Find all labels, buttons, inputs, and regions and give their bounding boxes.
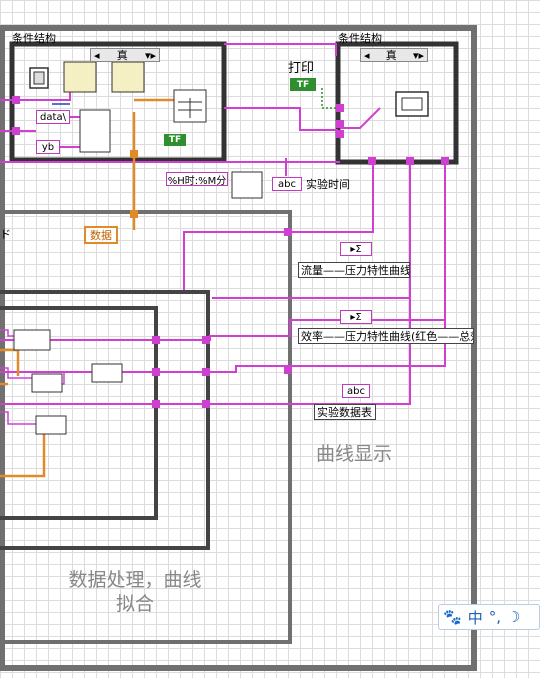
selector-decrement-right[interactable]: ◂ [364, 48, 370, 62]
print-label: 打印 [288, 61, 315, 76]
ime-punct[interactable]: °, [488, 608, 501, 626]
left-case-selector[interactable]: ◂ 真 ▾▸ [90, 48, 160, 62]
selector-decrement[interactable]: ◂ [94, 48, 100, 62]
print-bool-control[interactable]: TF [290, 78, 316, 91]
tunnels [12, 96, 449, 408]
eff-curve-label: 效率——压力特性曲线(红色——总效 [298, 328, 474, 344]
flow-curve-label: 流量——压力特性曲线 [298, 262, 410, 278]
split-array-icon-3[interactable] [35, 415, 67, 435]
split-array-icon-2[interactable] [31, 373, 63, 393]
left-case-label: 条件结构 [12, 32, 56, 45]
curve-display-label: 曲线显示 [316, 443, 393, 465]
selector-dropdown-right[interactable]: ▾▸ [412, 48, 424, 62]
ime-toolbar[interactable]: 🐾 中 °, ☽ [438, 604, 540, 630]
orange-wires [0, 98, 178, 478]
moon-icon[interactable]: ☽ [506, 608, 521, 626]
right-case-structure [335, 41, 459, 165]
yb-constant[interactable]: yb [36, 140, 60, 154]
data-local-variable[interactable]: 数据 [84, 226, 118, 244]
data-processing-label: 数据处理，曲线拟合 [68, 569, 202, 615]
right-case-selector[interactable]: ◂ 真 ▾▸ [360, 48, 428, 62]
right-case-value: 真 [385, 49, 397, 62]
curve-display-frame [0, 210, 292, 644]
tf-constant[interactable]: TF [164, 134, 186, 146]
table-indicator-terminal[interactable]: abc [342, 384, 370, 398]
split-array-icon[interactable] [13, 329, 51, 351]
pink-wires [0, 43, 446, 405]
double-pink-wires [0, 329, 92, 425]
left-case-value: 真 [116, 49, 128, 62]
frame-label-fragment: ド [0, 228, 11, 241]
concat-vi-icon[interactable] [79, 109, 111, 153]
inner-loop-frame [0, 306, 158, 520]
time-format-constant[interactable]: %H时:%M分 [166, 172, 228, 187]
ime-mode[interactable]: 中 [467, 608, 483, 627]
path-vi-icon-2[interactable] [111, 61, 145, 93]
right-case-label: 条件结构 [338, 32, 382, 45]
time-vi-icon[interactable] [231, 171, 263, 199]
paw-icon[interactable]: 🐾 [443, 608, 462, 626]
selector-dropdown[interactable]: ▾▸ [144, 48, 156, 62]
exp-time-indicator[interactable]: abc [272, 177, 302, 191]
exp-table-label: 实验数据表 [314, 404, 376, 420]
data-path-constant[interactable]: data\ [36, 110, 70, 124]
eff-graph-terminal[interactable]: ▸Σ [340, 310, 372, 324]
data-processing-frame [0, 290, 210, 550]
outer-frame [0, 25, 477, 671]
build-array-icon[interactable] [91, 363, 123, 383]
flow-graph-terminal[interactable]: ▸Σ [340, 242, 372, 256]
report-vi-icon[interactable] [395, 91, 429, 117]
exp-time-label: 实验时间 [306, 178, 350, 191]
path-vi-icon[interactable] [63, 61, 97, 93]
